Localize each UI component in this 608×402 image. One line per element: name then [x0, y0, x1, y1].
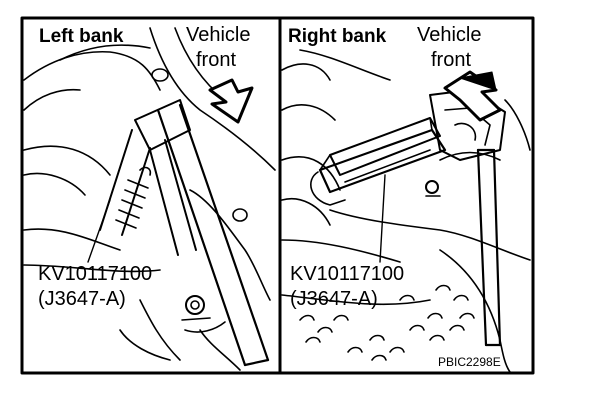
- outer-frame: [20, 16, 535, 375]
- figure-code: PBIC2298E: [438, 355, 501, 369]
- left-part-alt: (J3647-A): [38, 288, 126, 310]
- right-leader-line: [379, 174, 386, 263]
- left-panel-drawing: [23, 27, 276, 371]
- left-vehicle-front-line2: front: [196, 49, 237, 71]
- right-vehicle-front-line2: front: [431, 49, 472, 71]
- right-panel-drawing: [281, 49, 531, 373]
- left-vehicle-front-line1: Vehicle: [186, 24, 251, 46]
- left-vehicle-front-arrow: [208, 78, 254, 124]
- left-leader-line: [87, 199, 111, 263]
- right-vehicle-front-line1: Vehicle: [417, 24, 482, 46]
- right-bank-title: Right bank: [288, 26, 387, 47]
- right-part-alt: (J3647-A): [290, 288, 378, 310]
- left-bank-title: Left bank: [39, 26, 124, 47]
- right-part-number: KV10117100: [290, 263, 405, 285]
- left-part-number: KV10117100: [38, 263, 153, 285]
